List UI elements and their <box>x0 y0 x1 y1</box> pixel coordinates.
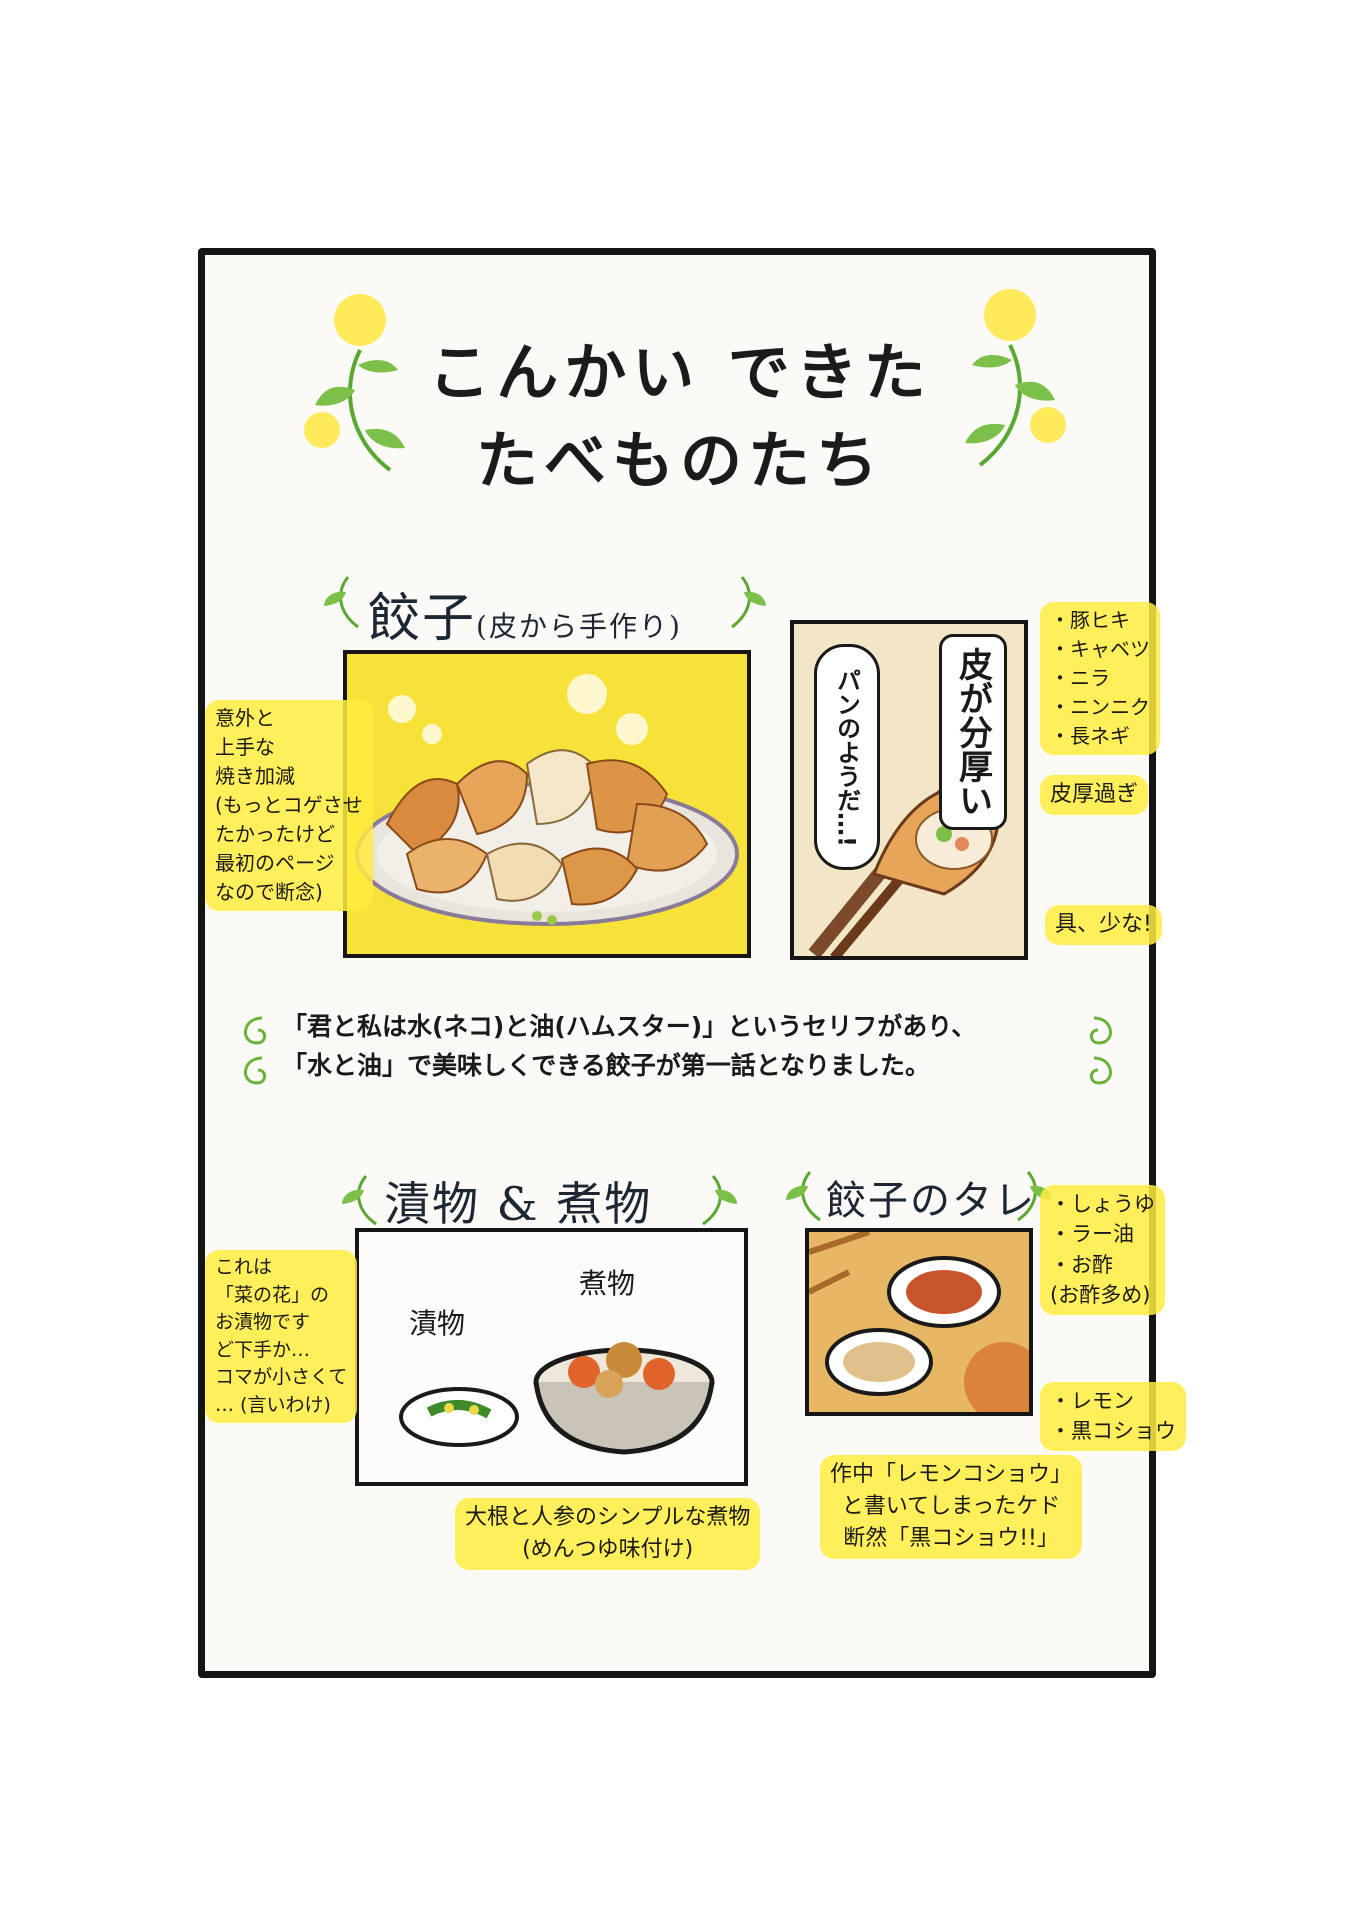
leaf-left-icon-3 <box>786 1171 821 1222</box>
pickles-label: 漬物 <box>409 1307 466 1340</box>
gyoza-plate-illustration <box>355 674 739 926</box>
dipping-sauce-illustration <box>809 1232 1029 1412</box>
gyoza-caption: 「君と私は水(ネコ)と油(ハムスター)」というセリフがあり、 「水と油」で美味し… <box>282 1012 977 1080</box>
tsukemono-photo-panel: 漬物 煮物 <box>355 1228 748 1486</box>
tare-top-note: ・しょうゆ ・ラー油 ・お酢 (お酢多め) <box>1040 1185 1165 1315</box>
speech-bubble-bread: パンのようだ…! <box>814 644 880 870</box>
flower-vine-left-icon <box>304 294 405 472</box>
nimono-label: 煮物 <box>579 1267 636 1300</box>
leaf-right-icon <box>731 576 766 629</box>
swirl-right-icon <box>1089 1016 1112 1085</box>
flower-vine-right-icon <box>965 289 1066 467</box>
tare-bottom-note: ・レモン ・黒コショウ <box>1040 1382 1186 1451</box>
gyoza-heading: 餃子 <box>368 589 477 649</box>
swirl-left-icon <box>244 1016 267 1085</box>
tare-photo-panel <box>805 1228 1033 1416</box>
leaf-left-icon-2 <box>342 1175 377 1226</box>
page-title-line1: こんかい できた <box>428 336 932 409</box>
tare-correction-note: 作中「レモンコショウ」 と書いてしまったケド 断然「黒コショウ!!」 <box>820 1455 1083 1559</box>
leaf-right-icon-2 <box>702 1175 737 1226</box>
nimono-bottom-note: 大根と人参のシンプルな煮物 (めんつゆ味付け) <box>455 1498 761 1570</box>
tsukemono-heading: 漬物 & 煮物 <box>384 1177 653 1231</box>
gyoza-thick-skin-note: 皮厚過ぎ <box>1040 775 1149 815</box>
speech-bubble-thick-skin: 皮が分厚い <box>939 634 1007 830</box>
leaf-left-icon <box>324 576 359 629</box>
gyoza-manga-panel: 皮が分厚い パンのようだ…! <box>790 620 1028 960</box>
gyoza-photo-panel <box>343 650 751 958</box>
gyoza-heading-note: (皮から手作り) <box>476 610 682 643</box>
page-title-line2: たべものたち <box>475 424 884 497</box>
tare-heading: 餃子のタレ <box>826 1178 1036 1224</box>
gyoza-filling-note: 具、少な! <box>1045 905 1162 945</box>
pickles-and-nimono-illustration <box>399 1342 715 1455</box>
gyoza-left-note: 意外と 上手な 焼き加減 (もっとコゲさせ たかったけど 最初のページ なので断… <box>205 700 373 911</box>
tsukemono-left-note: これは 「菜の花」の お漬物です ど下手か… コマが小さくて … (言いわけ) <box>205 1250 358 1424</box>
gyoza-ingredients-note: ・豚ヒキ ・キャベツ ・ニラ ・ニンニク ・長ネギ <box>1040 602 1160 755</box>
